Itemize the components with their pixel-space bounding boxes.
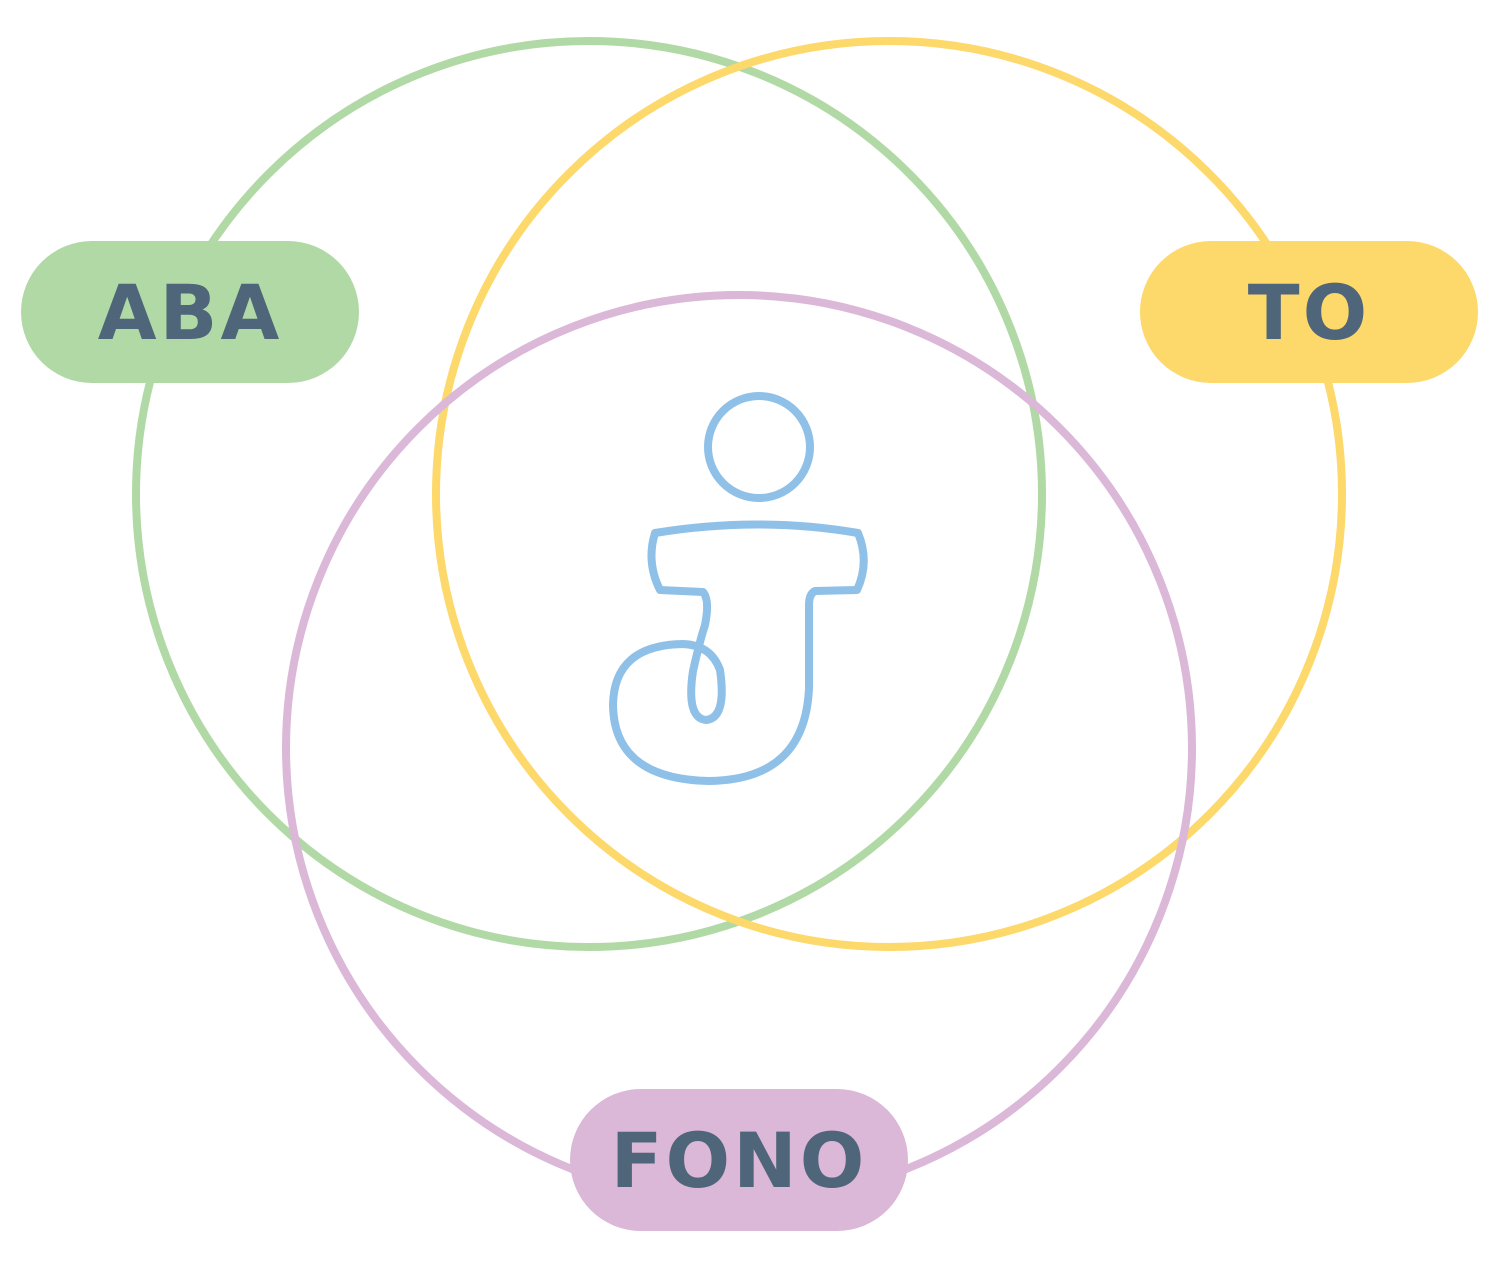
to-circle <box>432 37 1346 951</box>
fono-label: FONO <box>570 1089 908 1231</box>
aba-label: ABA <box>21 241 359 383</box>
aba-circle <box>132 37 1046 951</box>
to-label: TO <box>1140 241 1478 383</box>
fono-circle <box>282 291 1196 1205</box>
child-figure-logo-icon <box>609 392 868 785</box>
